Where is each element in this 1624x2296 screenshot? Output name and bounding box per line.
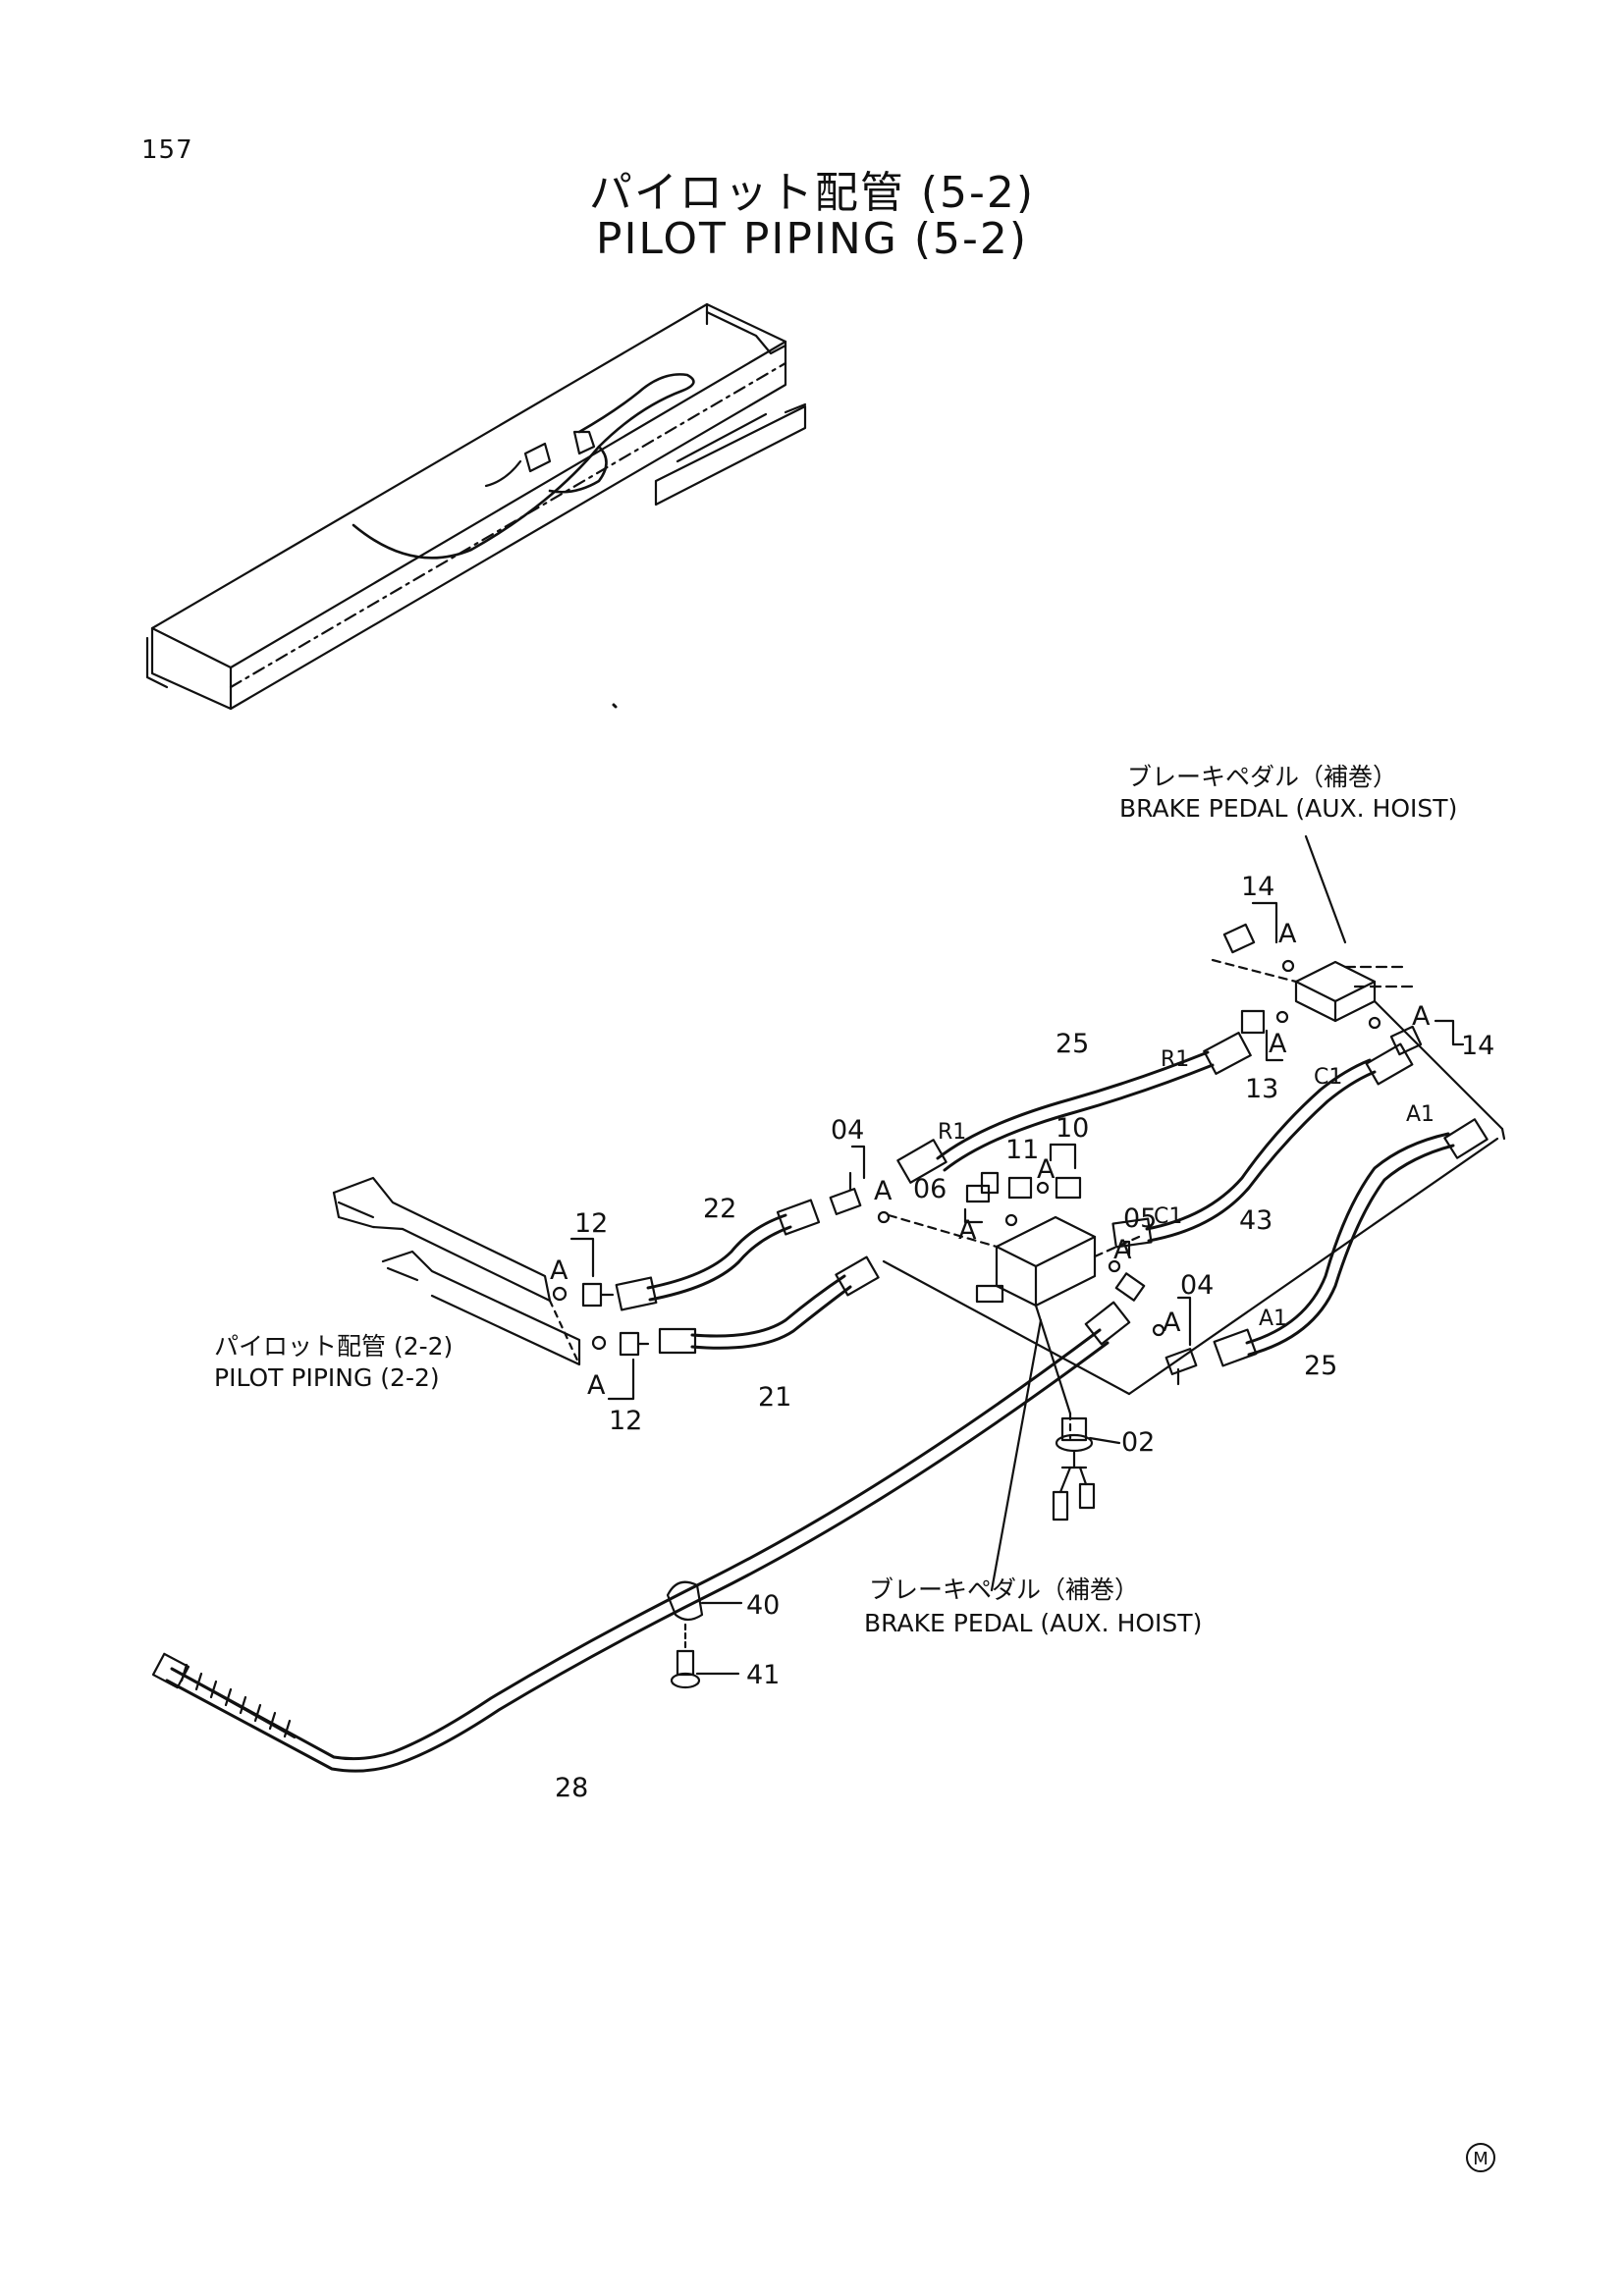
detail-mark-a: A — [1269, 1029, 1287, 1059]
part-label-04-lower: 04 — [1180, 1270, 1214, 1301]
hose-21 — [658, 1255, 880, 1355]
hose-25-lower — [1213, 1118, 1489, 1367]
part-label-25-lower: 25 — [1304, 1351, 1337, 1381]
part-label-11: 11 — [1005, 1135, 1039, 1165]
part-label-40: 40 — [746, 1590, 780, 1621]
part-label-14-upper: 14 — [1241, 872, 1274, 902]
part-label-22: 22 — [703, 1194, 736, 1224]
brake-pedal-upper-label-jp: ブレーキペダル（補巻） — [1127, 763, 1397, 791]
part-label-12-upper: 12 — [574, 1208, 608, 1239]
callouts: ブレーキペダル（補巻） BRAKE PEDAL (AUX. HOIST) ブレー… — [214, 763, 1457, 1637]
pilot-piping-ref-label-en: PILOT PIPING (2-2) — [214, 1363, 440, 1392]
detail-mark-a: A — [1412, 1001, 1431, 1032]
hose-25-upper — [896, 1032, 1252, 1184]
fitting-06 — [963, 1171, 1018, 1227]
fitting-14-upper — [1222, 901, 1295, 973]
part-label-13: 13 — [1245, 1074, 1278, 1104]
part-label-43: 43 — [1239, 1205, 1272, 1236]
part-label-41: 41 — [746, 1660, 780, 1690]
fitting-11 — [1007, 1176, 1050, 1200]
brake-pedal-center-label-jp: ブレーキペダル（補巻） — [869, 1575, 1139, 1604]
fitting-10 — [1049, 1143, 1082, 1200]
fitting-12-lower — [591, 1331, 650, 1401]
footer-mark: M — [1466, 2143, 1495, 2172]
fitting-04-upper — [829, 1145, 891, 1224]
bolt-41 — [670, 1623, 740, 1689]
part-label-04-upper: 04 — [831, 1115, 864, 1146]
detail-mark-a: A — [1037, 1154, 1056, 1185]
part-label-10: 10 — [1056, 1113, 1089, 1144]
brake-pedal-upper — [1211, 834, 1506, 1141]
detail-mark-a: A — [958, 1215, 977, 1246]
page-title-english: PILOT PIPING (5-2) — [595, 214, 1029, 264]
brake-pedal-center-label-en: BRAKE PEDAL (AUX. HOIST) — [864, 1609, 1202, 1637]
port-mark-c1: C1 — [1314, 1065, 1342, 1090]
footer-mark-letter: M — [1473, 2149, 1489, 2169]
port-mark-a1: A1 — [1259, 1307, 1287, 1331]
detail-mark-a: A — [1113, 1235, 1132, 1265]
brake-pedal-upper-label-en: BRAKE PEDAL (AUX. HOIST) — [1119, 794, 1457, 823]
fitting-13 — [1240, 1009, 1289, 1062]
detail-mark-a: A — [1163, 1308, 1181, 1338]
fitting-05 — [1108, 1240, 1146, 1302]
fitting-04-lower — [1152, 1296, 1198, 1386]
clamp-40 — [666, 1580, 743, 1622]
port-mark-c1: C1 — [1154, 1204, 1182, 1229]
part-label-14-lower: 14 — [1461, 1031, 1494, 1061]
part-label-28: 28 — [555, 1773, 588, 1803]
port-mark-r1: R1 — [938, 1120, 966, 1145]
port-mark-r1: R1 — [1161, 1047, 1189, 1072]
detail-marks: A A A A A A A A A A R1 R1 C1 C1 A1 A1 — [550, 919, 1435, 1401]
hose-28 — [151, 1301, 1131, 1773]
page-number: 157 — [141, 135, 193, 165]
machine-frame-overview — [145, 302, 807, 711]
hose-43 — [1111, 1042, 1414, 1249]
brake-pedal-center — [882, 1137, 1499, 1592]
part-label-05: 05 — [1123, 1203, 1157, 1234]
part-label-21: 21 — [758, 1382, 791, 1413]
detail-mark-a: A — [874, 1176, 893, 1206]
detail-mark-a: A — [550, 1255, 568, 1286]
part-label-06: 06 — [913, 1174, 947, 1204]
part-number-labels: 02 04 04 05 06 10 11 12 12 13 14 14 21 2… — [555, 872, 1494, 1803]
page-title-japanese: パイロット配管 (5-2) — [588, 168, 1036, 218]
hose-22 — [615, 1199, 821, 1311]
part-label-25-upper: 25 — [1056, 1029, 1089, 1059]
pilot-piping-ref-label-jp: パイロット配管 (2-2) — [214, 1332, 453, 1361]
port-mark-a1: A1 — [1406, 1102, 1435, 1127]
pressure-switch-02 — [1052, 1416, 1121, 1522]
part-label-12-lower: 12 — [609, 1406, 642, 1436]
fitting-14-lower — [1368, 1016, 1465, 1056]
detail-mark-a: A — [587, 1370, 606, 1401]
detail-mark-a: A — [1278, 919, 1297, 949]
part-label-02: 02 — [1121, 1427, 1155, 1458]
fitting-12-upper — [552, 1237, 615, 1308]
pilot-piping-left-stubs — [332, 1176, 581, 1366]
